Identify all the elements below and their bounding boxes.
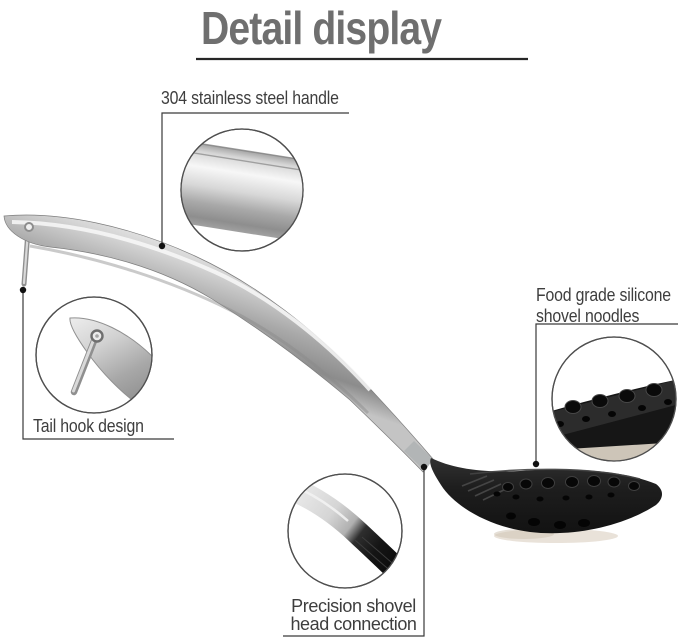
leader-dot-tail-hook [19, 286, 27, 294]
callout-connection [283, 463, 428, 637]
callout-silicone [532, 323, 678, 468]
label-silicone-line1: Food grade silicone [536, 285, 671, 305]
label-silicone-line2: shovel noodles [536, 306, 640, 326]
bowl-holes-specks [493, 491, 615, 502]
callout-tail-hook [19, 286, 174, 440]
label-tail-hook: Tail hook design [33, 416, 144, 436]
leader-line-handle [161, 112, 349, 243]
leader-dot-connection [420, 463, 428, 471]
callout-ring-tail-hook [35, 296, 153, 414]
callout-ring-silicone [551, 336, 677, 462]
tail-hook-closeup [69, 317, 152, 413]
skimmer-spoon [3, 214, 662, 543]
bowl-holes-top-row [502, 475, 640, 492]
page-title: Detail display [201, 2, 442, 54]
leader-dot-handle [158, 242, 166, 250]
bowl-holes-bottom-edge [506, 512, 590, 529]
label-connection: Precision shovel head connection [283, 597, 424, 633]
handle-shade-line [29, 244, 370, 415]
leader-line-connection [283, 470, 425, 637]
label-silicone: Food grade silicone shovel noodles [536, 285, 671, 327]
hook-rivet-ring [24, 222, 34, 232]
label-connection-line1: Precision shovel [291, 596, 416, 616]
bowl-rim-sheen [469, 468, 641, 480]
neck-collar [404, 441, 433, 471]
callout-ring-handle [180, 128, 304, 252]
label-connection-line2: head connection [290, 614, 417, 634]
callout-ring-connection [287, 473, 403, 589]
handle-closeup [181, 136, 303, 249]
handle-highlight [11, 220, 372, 392]
leader-line-silicone [535, 323, 678, 461]
label-steel-handle: 304 stainless steel handle [161, 88, 339, 108]
leader-line-tail-hook [22, 293, 174, 440]
callout-handle [158, 112, 349, 252]
steel-handle [3, 214, 434, 473]
leader-dot-silicone [532, 460, 540, 468]
silicone-bowl [430, 458, 662, 534]
